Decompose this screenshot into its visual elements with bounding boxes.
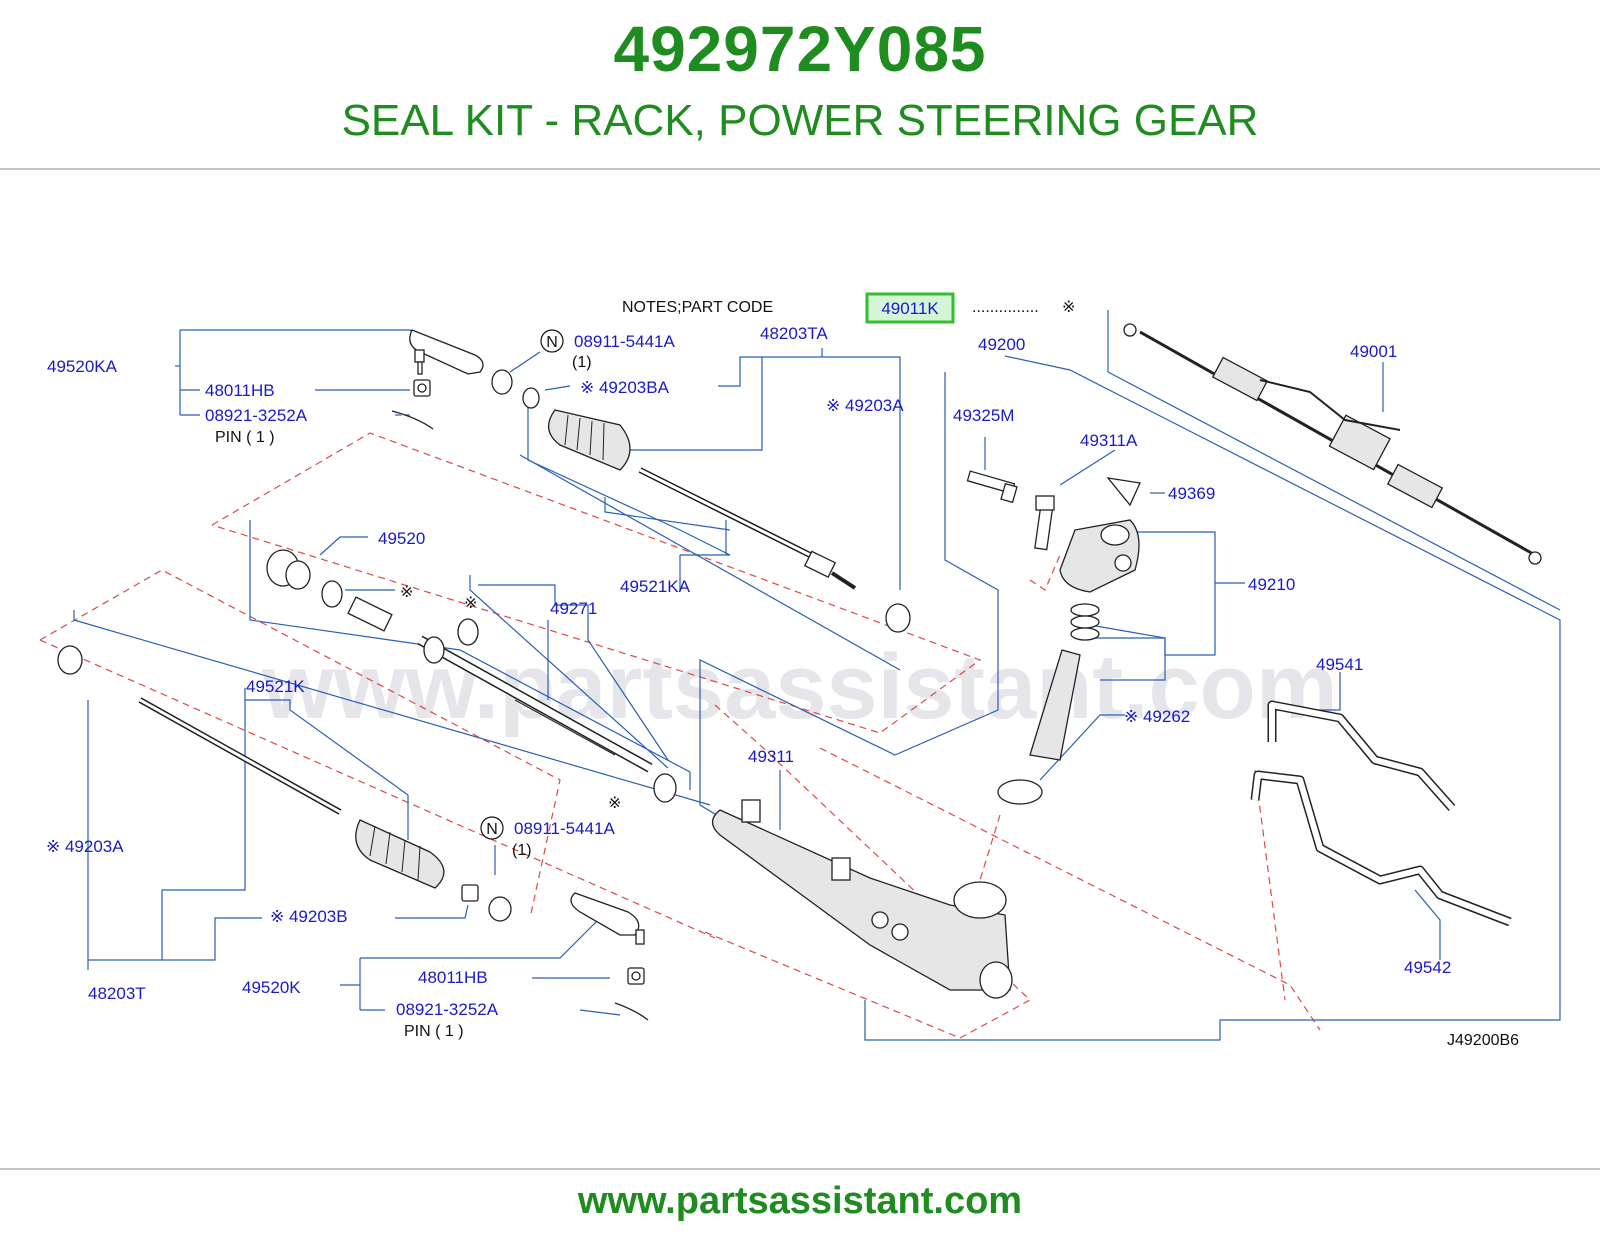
gear-housing-49311 <box>711 799 1013 999</box>
rack-seal-end <box>653 773 677 803</box>
part-label-49311[interactable]: 49311 <box>748 747 794 766</box>
part-label-08911-bottom[interactable]: 08911-5441A <box>514 819 615 838</box>
n-marker-top-label: N <box>546 334 558 351</box>
notes-mark: ※ <box>1062 299 1075 316</box>
footer-divider <box>0 1168 1600 1170</box>
part-label-49520ka[interactable]: 49520KA <box>47 357 118 376</box>
n-marker-bottom-label: N <box>486 821 498 838</box>
mark-rack: ※ <box>608 795 621 812</box>
page-subtitle: SEAL KIT - RACK, POWER STEERING GEAR <box>341 96 1259 145</box>
nut-48011hb-bottom <box>627 967 645 985</box>
part-label-49203a-top[interactable]: ※ 49203A <box>826 396 904 415</box>
qty-bottom: (1) <box>512 842 532 859</box>
part-label-49325m[interactable]: 49325M <box>953 406 1014 425</box>
diagram-code: J49200B6 <box>1447 1032 1519 1049</box>
clip-49203a-top <box>885 603 911 633</box>
boot-48203ta <box>548 409 631 471</box>
part-label-48011hb-bottom[interactable]: 48011HB <box>418 968 488 987</box>
part-label-48203t[interactable]: 48203T <box>88 984 146 1003</box>
mark-49520: ※ <box>400 584 413 601</box>
clip-49203b <box>461 884 479 902</box>
part-label-49542[interactable]: 49542 <box>1404 958 1451 977</box>
valve-body-49210 <box>1059 519 1140 593</box>
part-label-49520[interactable]: 49520 <box>378 529 425 548</box>
page-title: 492972Y085 <box>613 13 987 85</box>
part-label-49262[interactable]: ※ 49262 <box>1124 707 1190 726</box>
part-label-49541[interactable]: 49541 <box>1316 655 1363 674</box>
notes-dots: ............... <box>972 299 1039 316</box>
pin-qty-top: PIN ( 1 ) <box>215 429 275 446</box>
part-label-49520k[interactable]: 49520K <box>242 978 301 997</box>
part-label-49369[interactable]: 49369 <box>1168 484 1215 503</box>
highlighted-part-code[interactable]: 49011K <box>881 299 939 318</box>
rack-49271 <box>347 596 653 773</box>
bolt-49325m <box>966 470 1018 504</box>
mark-seal-ring: ※ <box>464 595 477 612</box>
clip-49203a-left <box>57 645 83 675</box>
part-label-48203ta[interactable]: 48203TA <box>760 324 828 343</box>
part-label-49210[interactable]: 49210 <box>1248 575 1295 594</box>
seal-ring-a <box>321 580 343 608</box>
n-marker-bottom <box>480 816 504 840</box>
assembly-49001 <box>1123 323 1542 565</box>
pipe-49541 <box>1267 700 1456 811</box>
tie-rod-end-top <box>409 329 484 375</box>
lock-nut-top <box>491 369 540 409</box>
part-label-49001[interactable]: 49001 <box>1350 342 1397 361</box>
part-label-08921-top[interactable]: 08921-3252A <box>205 406 308 425</box>
pinion-seals <box>1070 603 1100 641</box>
pinion-shaft <box>997 649 1081 805</box>
leader-lines <box>73 310 1561 1041</box>
part-label-49271[interactable]: 49271 <box>550 599 597 618</box>
part-label-49203b[interactable]: ※ 49203B <box>270 907 348 926</box>
part-label-08921-bottom[interactable]: 08921-3252A <box>396 1000 499 1019</box>
lock-nut-bottom <box>488 896 512 922</box>
qty-top: (1) <box>572 354 592 371</box>
part-label-49521ka[interactable]: 49521KA <box>620 577 691 596</box>
notes-label: NOTES;PART CODE <box>622 299 773 316</box>
dashed-assembly-outlines <box>39 432 1321 1039</box>
part-label-08911-top[interactable]: 08911-5441A <box>574 332 675 351</box>
n-marker-top <box>540 329 564 353</box>
seal-ring-b <box>457 618 479 646</box>
pipe-49542 <box>1250 770 1512 927</box>
cotter-pin-top <box>391 410 434 430</box>
inner-tie-rod-49521k <box>138 697 342 815</box>
tie-rod-end-bottom <box>570 892 645 945</box>
part-label-49521k[interactable]: 49521K <box>246 677 305 696</box>
header-divider <box>0 168 1600 170</box>
part-label-49311a[interactable]: 49311A <box>1080 431 1138 450</box>
boot-48203t <box>355 819 445 889</box>
pin-qty-bottom: PIN ( 1 ) <box>404 1023 464 1040</box>
bushing-49520 <box>266 549 311 590</box>
gasket-49369 <box>1106 477 1141 507</box>
part-label-49203ba[interactable]: ※ 49203BA <box>580 378 670 397</box>
highlighted-part-box <box>865 292 955 324</box>
part-label-49200[interactable]: 49200 <box>978 335 1025 354</box>
bolt-49311a <box>1034 495 1055 551</box>
part-label-49203a-left[interactable]: ※ 49203A <box>46 837 124 856</box>
part-label-48011hb-top[interactable]: 48011HB <box>205 381 275 400</box>
inner-tie-rod-49521ka <box>638 467 857 590</box>
footer-url[interactable]: www.partsassistant.com <box>577 1180 1023 1222</box>
cotter-pin-bottom <box>614 1002 649 1021</box>
nut-48011hb-top <box>413 379 431 397</box>
